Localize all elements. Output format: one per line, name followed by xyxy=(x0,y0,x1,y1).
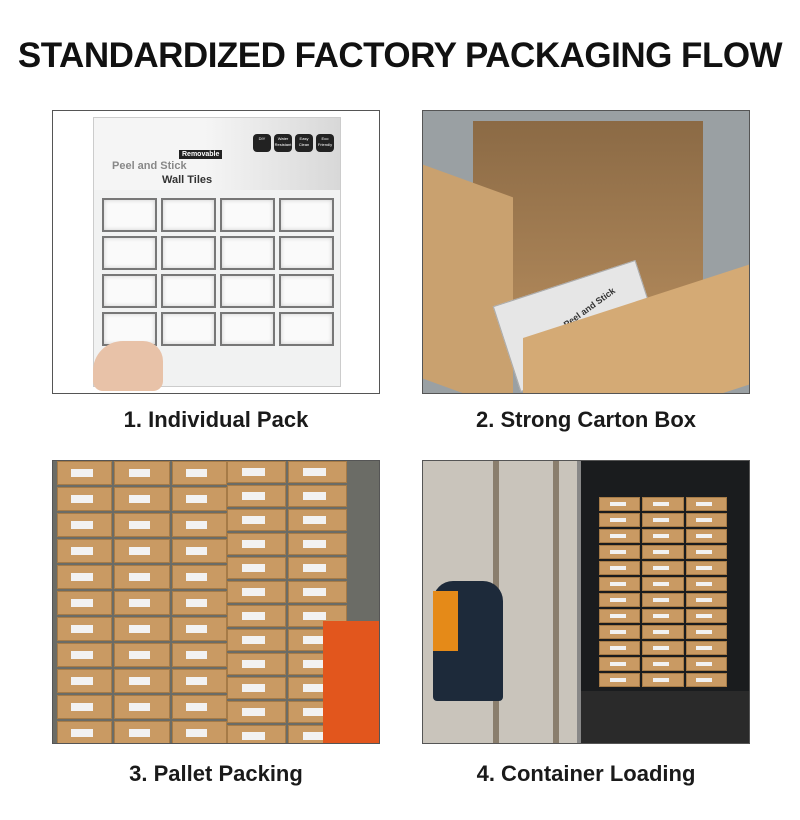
individual-pack-photo: Removable Peel and Stick Wall Tiles DIY … xyxy=(52,110,380,394)
package-line2: Wall Tiles xyxy=(162,174,213,186)
tile-package: Removable Peel and Stick Wall Tiles DIY … xyxy=(93,117,341,387)
page-title: STANDARDIZED FACTORY PACKAGING FLOW xyxy=(17,36,783,75)
truck-floor xyxy=(581,691,749,743)
container-loading-photo xyxy=(422,460,750,744)
step-3-caption: 3. Pallet Packing xyxy=(129,761,303,786)
hand xyxy=(93,341,163,391)
step-2-caption: 2. Strong Carton Box xyxy=(475,407,696,432)
carton-box-photo: Peel and Stick xyxy=(422,110,750,394)
pallet-packing-photo xyxy=(52,460,380,744)
feature-badge: Easy Clean xyxy=(295,134,313,152)
loaded-pallet xyxy=(599,497,727,697)
worker xyxy=(433,581,503,701)
feature-badge: Water Resistant xyxy=(274,134,292,152)
subway-tiles xyxy=(102,198,334,346)
package-line1: Peel and Stick xyxy=(112,160,187,172)
feature-badge: DIY xyxy=(253,134,271,152)
package-header: Removable Peel and Stick Wall Tiles DIY … xyxy=(94,118,340,190)
box-stack-left xyxy=(57,461,227,743)
removable-badge: Removable xyxy=(179,150,223,159)
carton-flap xyxy=(423,164,513,393)
pallet-jack xyxy=(323,621,379,743)
step-4-caption: 4. Container Loading xyxy=(476,761,696,786)
step-1-caption: 1. Individual Pack xyxy=(123,407,309,432)
feature-badge: Eco Friendly xyxy=(316,134,334,152)
